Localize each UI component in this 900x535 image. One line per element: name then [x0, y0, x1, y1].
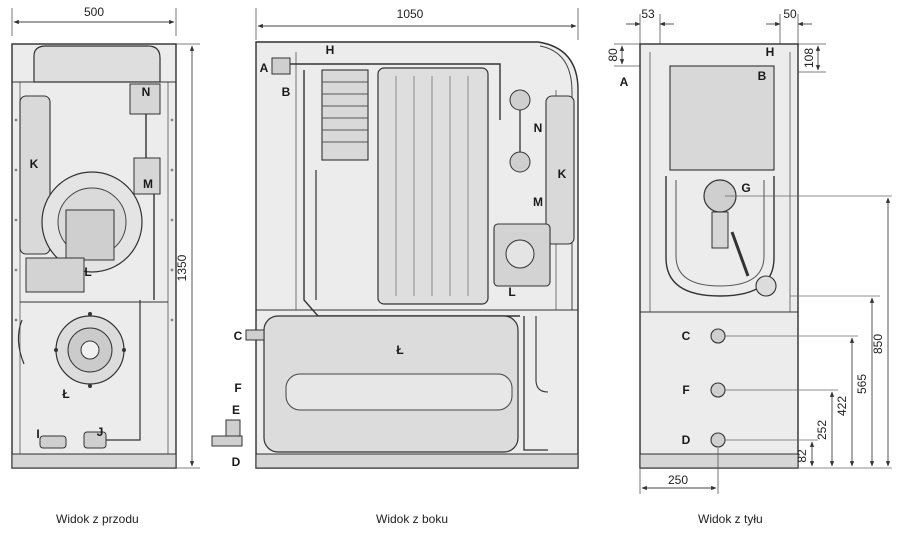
- rear-callout-b: B: [758, 69, 767, 83]
- side-callout-m: M: [533, 195, 543, 209]
- front-top-cover: [33, 45, 161, 83]
- side-view-caption: Widok z boku: [376, 512, 449, 526]
- rear-callout-h: H: [766, 45, 775, 59]
- front-view: 500 1350: [11, 5, 200, 469]
- side-callout-a: A: [260, 61, 269, 75]
- side-callout-l: L: [508, 285, 515, 299]
- side-callout-n: N: [534, 121, 543, 135]
- rear-right-offset-label: 50: [783, 7, 797, 21]
- side-callout-h: H: [326, 43, 335, 57]
- rear-top-left-label: 80: [606, 48, 620, 62]
- side-callout-l-stroke: Ł: [396, 343, 403, 357]
- front-view-caption: Widok z przodu: [56, 512, 139, 526]
- side-callout-d: D: [232, 455, 241, 469]
- side-callout-e: E: [232, 403, 240, 417]
- front-callout-k: K: [30, 157, 39, 171]
- rear-height-422-label: 422: [835, 396, 849, 416]
- side-vessel-k: [545, 95, 575, 245]
- side-callout-f: F: [234, 381, 241, 395]
- rear-height-850-label: 850: [871, 334, 885, 354]
- rear-view: 53 50 80 108: [606, 7, 892, 494]
- rear-access-panel: [669, 65, 775, 171]
- side-burner-coil: [321, 69, 369, 161]
- side-view: 1050: [211, 7, 579, 469]
- side-width-label: 1050: [397, 7, 424, 21]
- side-callout-c: C: [234, 329, 243, 343]
- front-callout-l-stroke: Ł: [62, 387, 69, 401]
- rear-callout-g: G: [741, 181, 750, 195]
- front-callout-m: M: [143, 177, 153, 191]
- rear-callout-a: A: [620, 75, 629, 89]
- front-component-m: [133, 157, 161, 195]
- side-callout-k: K: [558, 167, 567, 181]
- side-callout-b: B: [282, 85, 291, 99]
- front-callout-j: J: [97, 425, 104, 439]
- rear-flue-u: [665, 176, 775, 297]
- rear-view-caption: Widok z tyłu: [698, 512, 763, 526]
- front-width-label: 500: [84, 5, 104, 19]
- rear-callout-c: C: [682, 329, 691, 343]
- rear-port-c: [710, 328, 726, 344]
- rear-bottom-width-label: 250: [668, 473, 688, 487]
- rear-height-565-label: 565: [855, 374, 869, 394]
- rear-height-252-label: 252: [815, 420, 829, 440]
- rear-top-right-label: 108: [802, 48, 816, 68]
- front-callout-i: I: [36, 427, 39, 441]
- rear-callout-d: D: [682, 433, 691, 447]
- front-height-label: 1350: [175, 254, 189, 281]
- rear-port-f: [710, 382, 726, 398]
- front-callout-l: L: [84, 265, 91, 279]
- front-callout-n: N: [142, 85, 151, 99]
- rear-port-d: [710, 432, 726, 448]
- rear-left-offset-label: 53: [641, 7, 655, 21]
- rear-height-82-label: 82: [795, 449, 809, 463]
- front-component-n: [129, 83, 161, 115]
- rear-callout-f: F: [682, 383, 689, 397]
- side-heat-exchanger: [377, 67, 489, 305]
